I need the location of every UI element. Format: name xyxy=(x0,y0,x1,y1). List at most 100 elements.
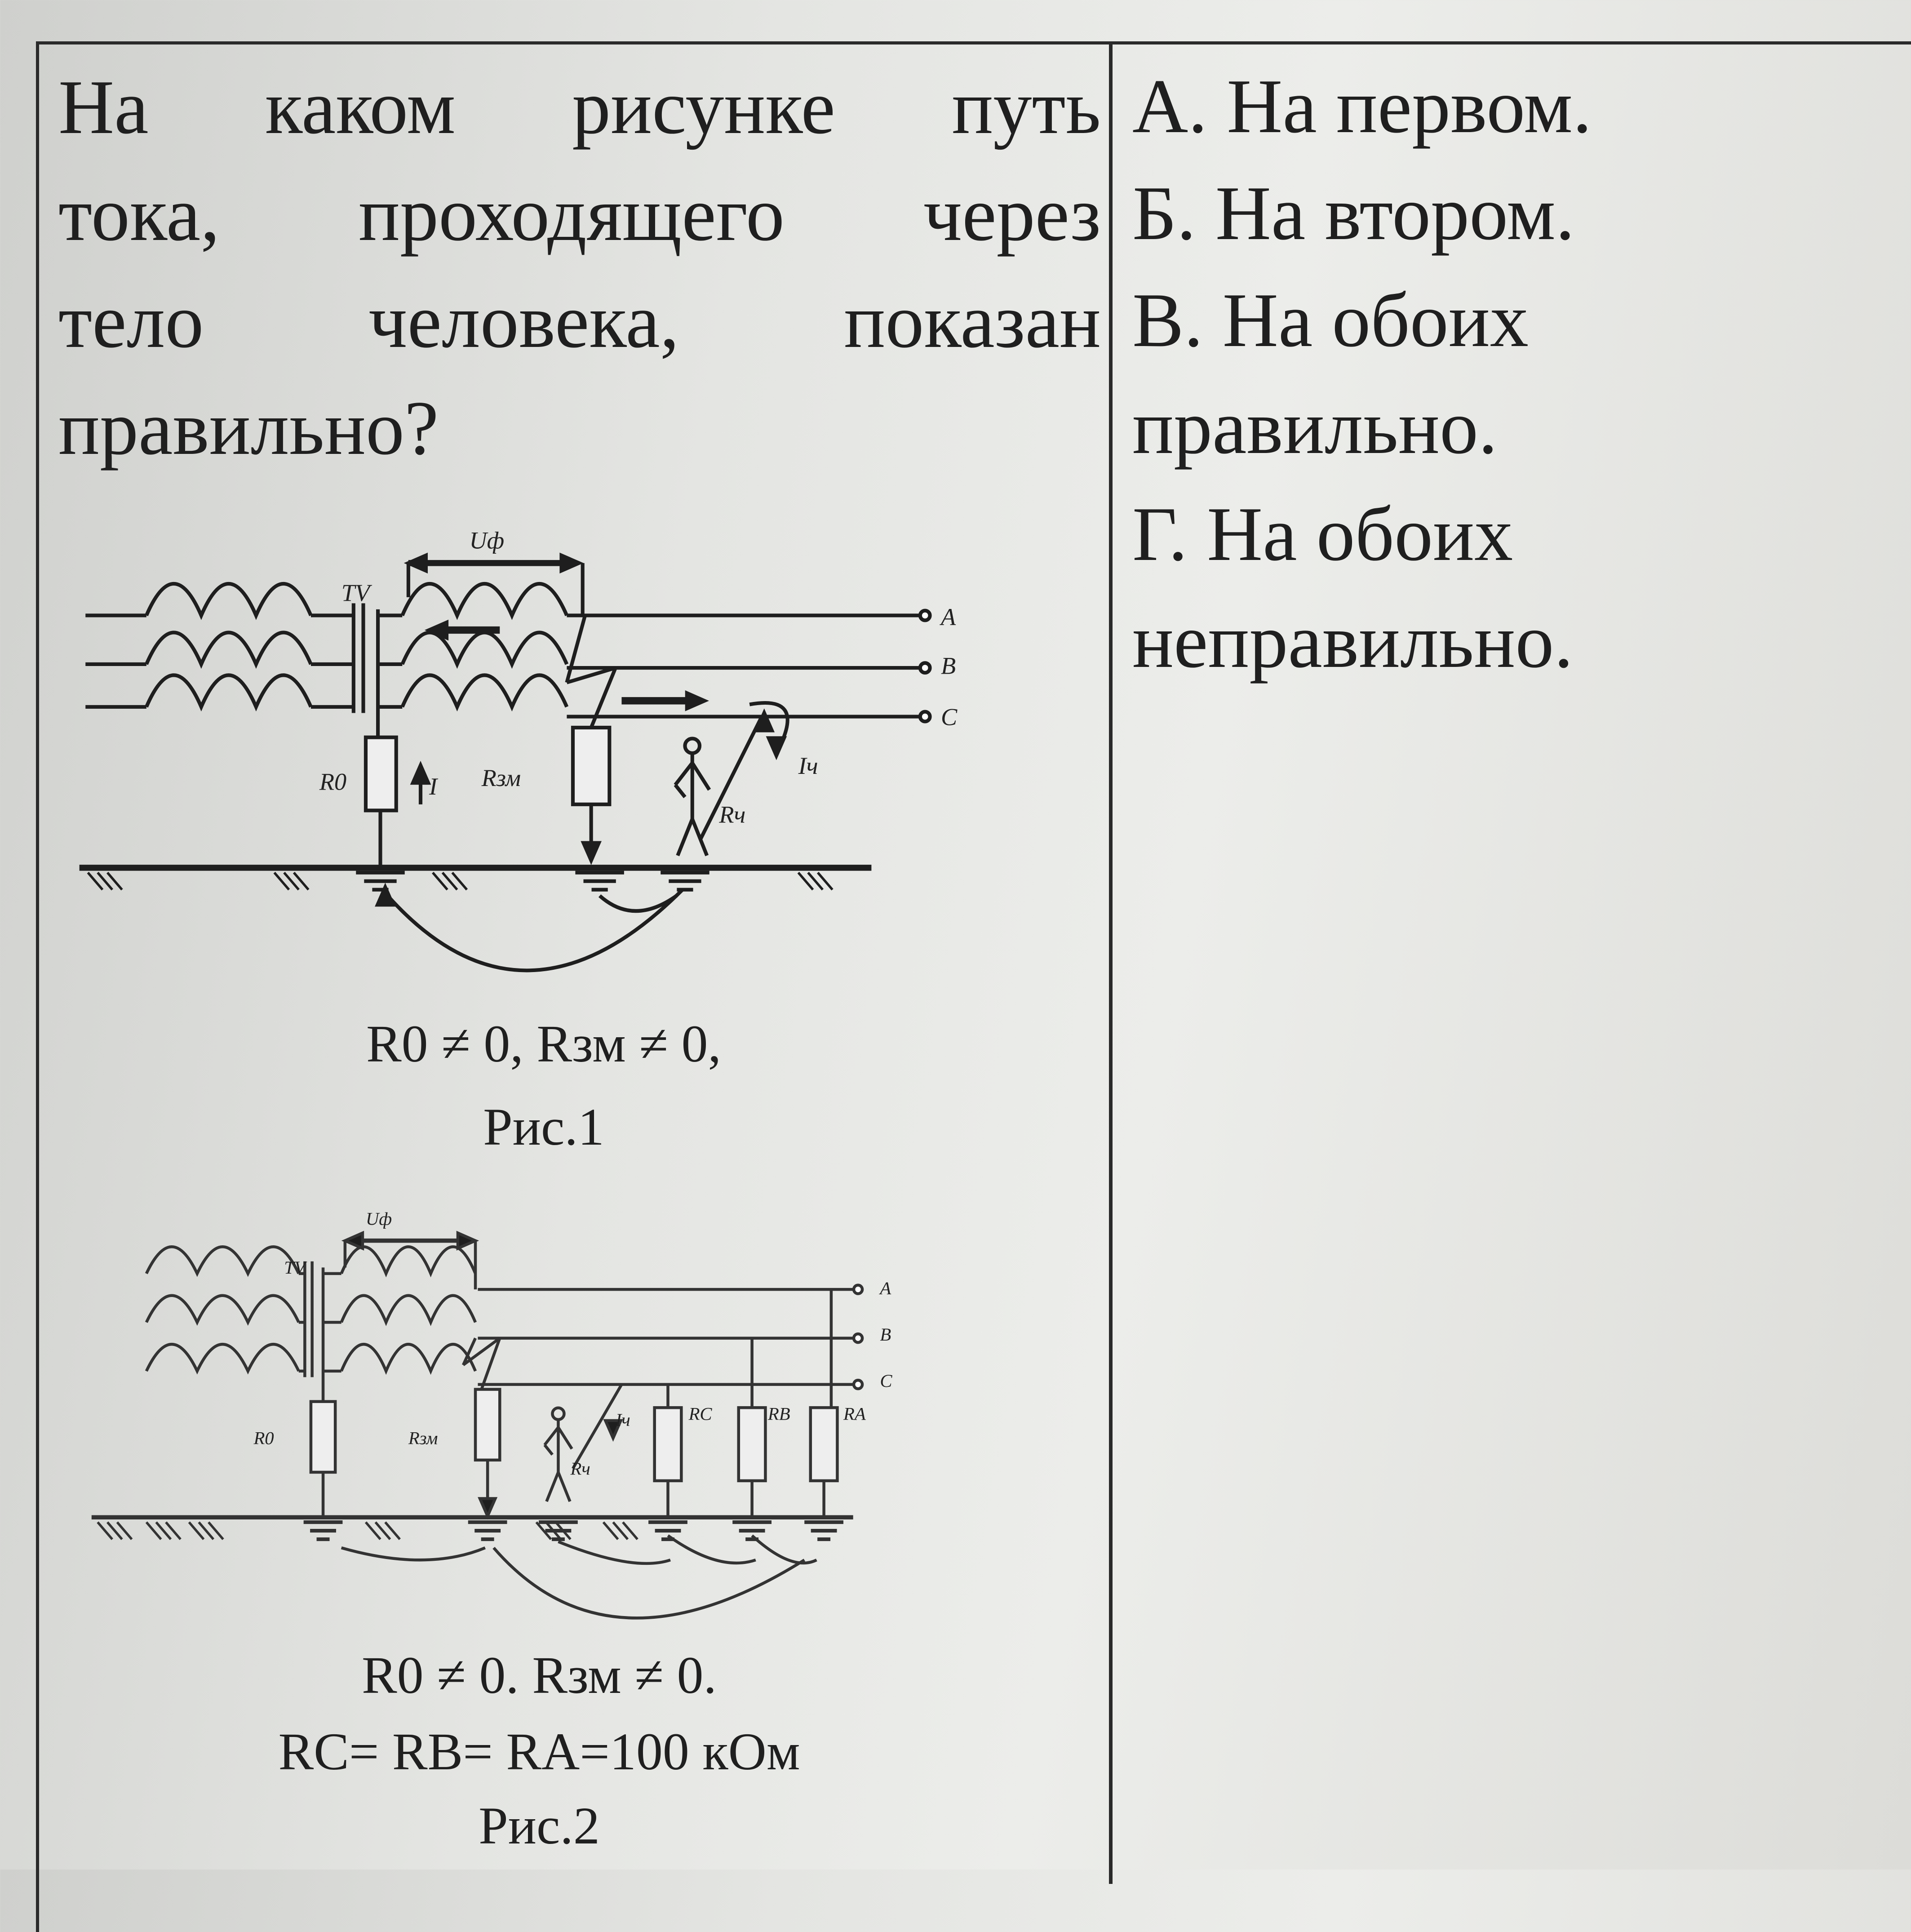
answer-b: Б. На втором. xyxy=(1132,171,1575,256)
resistor xyxy=(309,1400,337,1474)
ground-hatch xyxy=(451,871,468,891)
ground-hatch xyxy=(364,1521,381,1540)
resistor xyxy=(737,1406,767,1483)
person-head-icon xyxy=(551,1406,566,1421)
ground-hatch xyxy=(554,1521,572,1540)
ground-hatch xyxy=(817,871,834,891)
wire xyxy=(589,667,617,728)
ground-hatch xyxy=(797,871,814,891)
return-current-path xyxy=(492,1546,805,1620)
answer-options: А. На первом. Б. На втором. В. На обоих … xyxy=(1132,53,1592,695)
person-icon xyxy=(543,1444,554,1456)
person-icon xyxy=(674,783,687,799)
terminal xyxy=(918,661,932,675)
ground-hatch xyxy=(145,1521,162,1540)
label-ra: RA xyxy=(843,1403,866,1424)
label-rch: Rч xyxy=(718,801,745,828)
winding-coil xyxy=(145,1245,300,1277)
label-tv: TV xyxy=(341,579,372,606)
ground-hatch xyxy=(535,1521,552,1540)
ground-hatch xyxy=(432,871,448,891)
label-a: A xyxy=(940,604,956,631)
resistor xyxy=(474,1388,501,1462)
wire xyxy=(461,1337,477,1366)
label-b: B xyxy=(941,653,956,680)
return-current-path xyxy=(598,894,678,913)
figure-1-number: Рис.1 xyxy=(483,1097,604,1156)
answer-d: Г. На обоих xyxy=(1132,492,1513,577)
label-rc: RC xyxy=(688,1403,713,1424)
ground-hatch xyxy=(612,1521,629,1540)
arrow-icon xyxy=(754,708,775,733)
circuit-diagrams: TV Uф A B C R0 I Rзм Iч Rч Uф TV A B C R… xyxy=(79,527,958,1620)
return-current-path xyxy=(667,1534,756,1565)
label-i: I xyxy=(429,773,439,800)
return-current-path xyxy=(386,888,684,973)
arrow-icon xyxy=(685,690,709,711)
arrow-icon xyxy=(581,841,602,865)
answer-d-cont: неправильно. xyxy=(1132,599,1574,684)
ground-hatch xyxy=(374,1521,391,1540)
label-ich: Iч xyxy=(615,1410,630,1430)
table-border xyxy=(36,41,1911,1932)
winding-coil xyxy=(145,631,313,669)
ground-hatch xyxy=(208,1521,224,1540)
person-icon xyxy=(676,818,694,857)
label-rb: RB xyxy=(767,1403,790,1424)
arrow-icon xyxy=(456,1230,479,1251)
winding-coil xyxy=(340,1294,477,1326)
label-r0: R0 xyxy=(319,768,346,795)
person-head-icon xyxy=(683,737,702,755)
wire xyxy=(462,1337,501,1366)
label-tv: TV xyxy=(284,1257,307,1278)
resistor xyxy=(653,1406,683,1483)
arrow-icon xyxy=(410,760,431,785)
ground-hatch xyxy=(155,1521,172,1540)
winding-coil xyxy=(145,673,313,712)
winding-coil xyxy=(400,673,569,712)
person-icon xyxy=(557,1471,572,1502)
winding-coil xyxy=(145,1294,300,1326)
arrow-icon xyxy=(403,552,428,574)
figure-2-circuit xyxy=(91,1230,864,1620)
answer-c: В. На обоих xyxy=(1132,278,1529,363)
arrow-icon xyxy=(559,552,584,574)
return-current-path xyxy=(558,1540,671,1565)
arrow-icon xyxy=(341,1230,364,1251)
label-b: B xyxy=(880,1324,891,1345)
ground-hatch xyxy=(106,1521,123,1540)
answer-a: А. На первом. xyxy=(1132,64,1592,149)
ground-hatch xyxy=(87,871,104,891)
resistor xyxy=(364,735,398,813)
ground-hatch xyxy=(198,1521,215,1540)
label-c: C xyxy=(941,704,958,731)
label-rzm: Rзм xyxy=(408,1428,438,1448)
figure-1-caption: R0 ≠ 0, Rзм ≠ 0, xyxy=(366,1014,722,1073)
terminal xyxy=(852,1378,864,1390)
ground-hatch xyxy=(441,871,458,891)
winding-coil xyxy=(145,582,313,620)
arrow-icon xyxy=(766,736,787,760)
question-line: тока, проходящего через xyxy=(58,172,1101,257)
ground-hatch xyxy=(622,1521,638,1540)
answer-c-cont: правильно. xyxy=(1132,385,1498,470)
question-line: правильно? xyxy=(58,386,439,471)
label-uf: Uф xyxy=(469,527,504,554)
return-current-path xyxy=(751,1534,817,1565)
terminal xyxy=(918,608,932,622)
question-line: тело человека, показан xyxy=(58,279,1101,364)
question-line: На каком рисунке путь xyxy=(58,65,1101,150)
current-arrow xyxy=(572,1384,623,1470)
wire xyxy=(480,1337,501,1390)
winding-coil xyxy=(340,1245,477,1278)
label-uf: Uф xyxy=(366,1208,392,1229)
figure-1-circuit xyxy=(79,552,932,973)
wire xyxy=(566,666,616,684)
arrow-icon xyxy=(603,1419,623,1442)
person-icon xyxy=(557,1426,573,1450)
terminal xyxy=(852,1284,864,1295)
ground-hatch xyxy=(293,871,310,891)
label-rzm: Rзм xyxy=(481,764,521,791)
return-current-path xyxy=(341,1546,486,1562)
terminal xyxy=(852,1332,864,1344)
